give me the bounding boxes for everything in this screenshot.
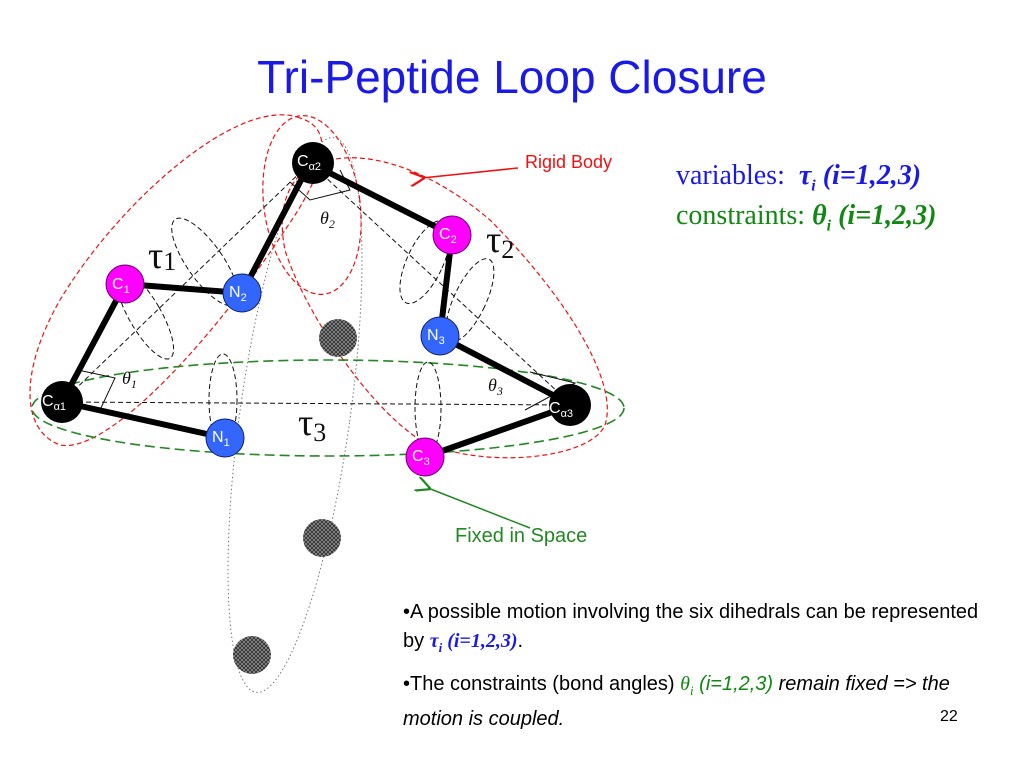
atom-ca1: Cα1 [41, 381, 83, 423]
svg-text:Cα1: Cα1 [42, 393, 66, 413]
theta3-label: θ3 [488, 375, 503, 398]
bullet-2-sub: i [689, 683, 694, 698]
svg-text:Cα3: Cα3 [549, 400, 573, 420]
bullet-2-text: •The constraints (bond angles) [403, 673, 681, 695]
bullet-2-range: (i=1,2,3) [693, 673, 774, 695]
fixed-in-space-arrow [428, 488, 531, 529]
bullet-2: •The constraints (bond angles) θi (i=1,2… [403, 670, 1003, 734]
slide-title: Tri-Peptide Loop Closure [257, 51, 767, 103]
constraints-label: constraints: [676, 200, 806, 231]
constraints-range: (i=1,2,3) [838, 200, 937, 231]
atom-c3: C3 [405, 437, 445, 477]
atom-ca3: Cα3 [549, 384, 591, 426]
variables-sub: i [811, 177, 816, 195]
motion-sphere-3 [233, 636, 271, 674]
tau3-label: τ3 [298, 402, 326, 447]
rigid-body-label: Rigid Body [525, 152, 612, 172]
svg-text:N2: N2 [229, 284, 247, 304]
bullet-1-end: . [517, 630, 524, 652]
variables-label: variables: [676, 160, 785, 191]
atom-c1: C1 [105, 264, 145, 304]
bullet-2-symbol: θ [680, 673, 690, 695]
bullet-list: •A possible motion involving the six dih… [403, 598, 1003, 742]
atom-c2: C2 [432, 215, 472, 255]
constraints-sub: i [826, 217, 832, 235]
bullet-1-symbol: τ [429, 630, 439, 652]
svg-text:N1: N1 [212, 429, 230, 449]
variables-line: variables: τi (i=1,2,3) [676, 160, 921, 196]
variables-range: (i=1,2,3) [822, 160, 922, 191]
bullet-2-end: remain fixed => the motion is coupled. [403, 673, 950, 730]
rigid-body-right-lobe [281, 157, 608, 459]
constraints-line: constraints: θi (i=1,2,3) [676, 200, 936, 236]
tau1-label: τ1 [148, 235, 176, 277]
backbone-bonds [59, 160, 575, 460]
motion-path-ellipse [227, 137, 363, 693]
svg-text:C2: C2 [439, 226, 457, 246]
svg-text:N3: N3 [427, 327, 445, 347]
motion-sphere-1 [319, 319, 357, 357]
theta1-label: θ1 [122, 368, 137, 391]
tau2-label: τ2 [486, 219, 514, 264]
theta-marks [77, 169, 577, 411]
variables-symbol: τ [798, 160, 812, 191]
svg-text:Cα2: Cα2 [297, 153, 321, 173]
svg-text:C1: C1 [112, 276, 130, 296]
page-number: 22 [940, 708, 958, 725]
fixed-in-space-label: Fixed in Space [455, 525, 587, 547]
atom-ca2: Cα2 [292, 142, 334, 184]
rigid-body-left-lobe [29, 114, 323, 447]
bullet-1: •A possible motion involving the six dih… [403, 598, 1003, 662]
tau1-rotation-ellipse-b [115, 270, 175, 360]
atom-n1: N1 [205, 418, 245, 458]
svg-text:C3: C3 [412, 448, 430, 468]
constraints-symbol: θ [812, 200, 827, 231]
fixed-in-space-ellipse [31, 359, 625, 457]
bullet-1-text: •A possible motion involving the six dih… [403, 601, 979, 652]
motion-sphere-2 [303, 519, 341, 557]
atom-n3: N3 [420, 316, 460, 356]
bullet-1-sub: i [438, 640, 443, 655]
atom-n2: N2 [222, 273, 262, 313]
theta2-label: θ2 [320, 208, 335, 231]
rigid-body-ellipse-small [262, 115, 362, 295]
rigid-body-arrow [422, 167, 519, 178]
bullet-1-range: (i=1,2,3) [442, 630, 518, 652]
